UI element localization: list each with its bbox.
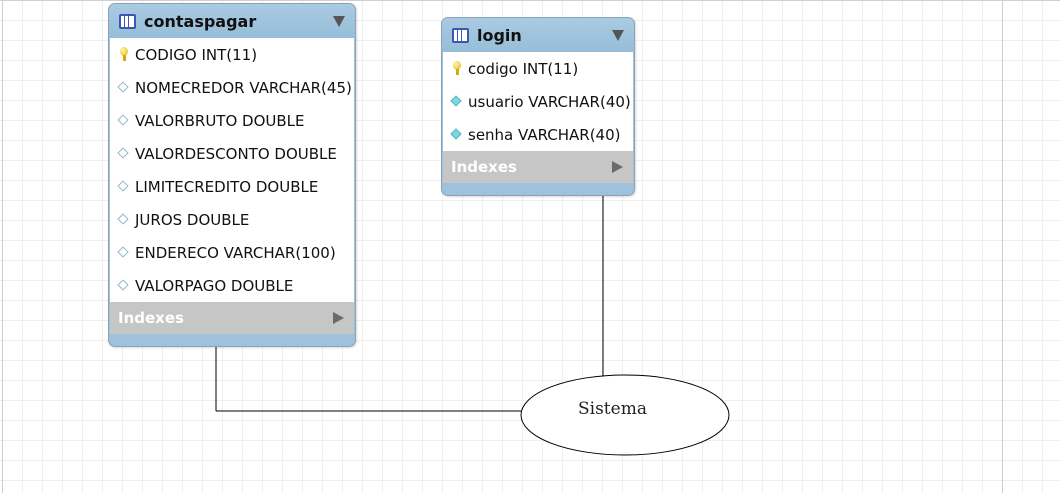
column-label: LIMITECREDITO DOUBLE	[135, 177, 319, 196]
table-icon	[119, 13, 136, 29]
indexes-label: Indexes	[451, 158, 517, 176]
column-diamond-icon	[117, 179, 134, 195]
primary-key-icon	[118, 46, 134, 63]
column-label: VALORPAGO DOUBLE	[135, 276, 294, 295]
column-row[interactable]: VALORDESCONTO DOUBLE	[110, 137, 354, 170]
column-label: ENDERECO VARCHAR(100)	[135, 243, 336, 262]
table-header[interactable]: contaspagar	[109, 4, 355, 38]
column-row[interactable]: JUROS DOUBLE	[110, 203, 354, 236]
column-label: senha VARCHAR(40)	[468, 125, 621, 144]
column-label: JUROS DOUBLE	[135, 210, 250, 229]
table-footer	[109, 334, 355, 346]
expand-arrow-icon[interactable]	[333, 312, 344, 324]
table-contaspagar[interactable]: contaspagar CODIGO INT(11) NOMECREDOR VA…	[108, 3, 356, 347]
table-icon	[452, 27, 469, 43]
column-diamond-icon	[117, 212, 134, 228]
column-diamond-icon	[117, 113, 134, 129]
table-footer	[442, 183, 634, 195]
table-header[interactable]: login	[442, 18, 634, 52]
table-title: contaspagar	[144, 11, 257, 31]
column-diamond-icon	[117, 80, 134, 96]
column-label: CODIGO INT(11)	[135, 45, 258, 64]
column-row[interactable]: VALORBRUTO DOUBLE	[110, 104, 354, 137]
column-row[interactable]: codigo INT(11)	[443, 52, 633, 85]
column-row[interactable]: VALORPAGO DOUBLE	[110, 269, 354, 302]
sistema-label: Sistema	[578, 399, 647, 419]
column-label: NOMECREDOR VARCHAR(45)	[135, 78, 352, 97]
expand-arrow-icon[interactable]	[612, 161, 623, 173]
column-label: usuario VARCHAR(40)	[468, 92, 631, 111]
primary-key-icon	[451, 60, 467, 77]
not-null-diamond-icon	[450, 94, 467, 110]
column-row[interactable]: LIMITECREDITO DOUBLE	[110, 170, 354, 203]
not-null-diamond-icon	[450, 127, 467, 143]
column-row[interactable]: ENDERECO VARCHAR(100)	[110, 236, 354, 269]
column-label: VALORDESCONTO DOUBLE	[135, 144, 337, 163]
column-diamond-icon	[117, 245, 134, 261]
column-label: codigo INT(11)	[468, 59, 579, 78]
table-login[interactable]: login codigo INT(11) usuario VARCHAR(40)…	[441, 17, 635, 196]
indexes-section[interactable]: Indexes	[110, 302, 354, 334]
column-list: CODIGO INT(11) NOMECREDOR VARCHAR(45) VA…	[110, 38, 354, 302]
column-row[interactable]: CODIGO INT(11)	[110, 38, 354, 71]
column-row[interactable]: usuario VARCHAR(40)	[443, 85, 633, 118]
column-diamond-icon	[117, 146, 134, 162]
indexes-label: Indexes	[118, 309, 184, 327]
table-title: login	[477, 25, 522, 45]
indexes-section[interactable]: Indexes	[443, 151, 633, 183]
column-row[interactable]: NOMECREDOR VARCHAR(45)	[110, 71, 354, 104]
sistema-ellipse[interactable]	[520, 374, 730, 456]
collapse-arrow-icon[interactable]	[612, 30, 624, 41]
column-label: VALORBRUTO DOUBLE	[135, 111, 305, 130]
column-row[interactable]: senha VARCHAR(40)	[443, 118, 633, 151]
collapse-arrow-icon[interactable]	[333, 16, 345, 27]
column-list: codigo INT(11) usuario VARCHAR(40) senha…	[443, 52, 633, 151]
column-diamond-icon	[117, 278, 134, 294]
